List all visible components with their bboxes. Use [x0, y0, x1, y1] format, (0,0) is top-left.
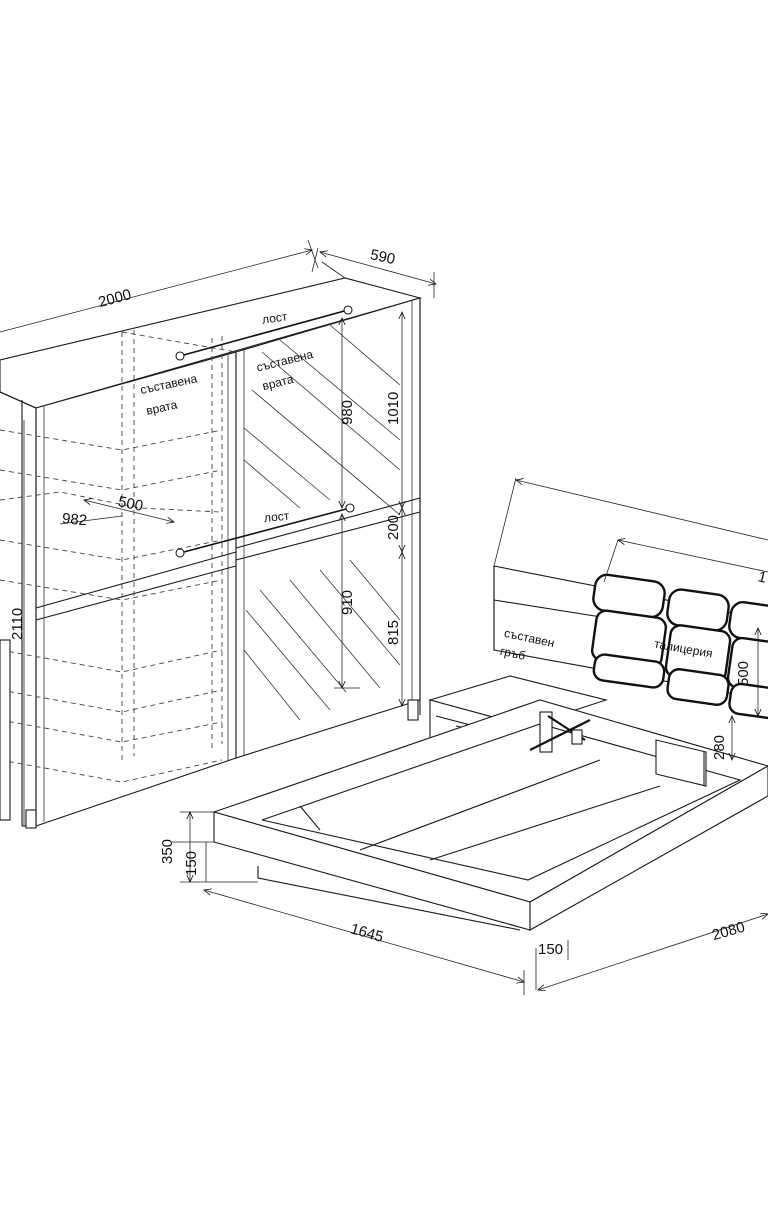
bed-plinth-height-label: 150 [183, 851, 200, 876]
lower-outer-label: 815 [385, 620, 402, 645]
headboard-height-label: 500 [735, 661, 752, 686]
wardrobe-width-label: 2000 [97, 286, 134, 311]
wardrobe-depth-label: 590 [369, 246, 397, 268]
rod-lower-label: лост [263, 508, 290, 525]
wardrobe-vertical-dims [334, 312, 402, 706]
mirror-hatching-lower [243, 559, 401, 721]
bed: 350 150 1645 2080 150 500 280 1 съставен… [159, 477, 768, 995]
wardrobe-top-dims [0, 239, 436, 333]
hanging-rod-lower [175, 503, 355, 558]
bed-total-height-label: 350 [159, 839, 176, 864]
wardrobe-left-door [35, 351, 237, 827]
headboard-gap-label: 280 [711, 735, 728, 760]
bed-width-label: 1645 [348, 920, 385, 946]
wardrobe: 2000 590 2110 980 1010 200 910 815 982 5… [0, 239, 436, 829]
headboard-length-label: 1 [756, 568, 768, 587]
hanging-rod-upper [175, 305, 353, 361]
rod-upper-label: лост [261, 309, 289, 326]
lower-section-label: 910 [339, 590, 356, 615]
wardrobe-height-label: 2110 [9, 608, 26, 640]
bed-length-label: 2080 [710, 919, 747, 945]
inner-width-label: 982 [61, 510, 87, 529]
lift-mechanism [529, 711, 591, 753]
upper-section-label: 980 [339, 400, 356, 425]
back-label-2: гръб [499, 644, 527, 663]
upper-outer-label: 1010 [385, 392, 402, 425]
bed-side-offset-label: 150 [538, 941, 563, 958]
bed-frame-side [529, 765, 768, 931]
wardrobe-inner-dims [59, 500, 174, 525]
middle-band-label: 200 [385, 515, 402, 540]
door-left-label-2: врата [145, 397, 179, 417]
inner-depth-label: 500 [117, 493, 145, 515]
bed-dims [172, 477, 768, 995]
